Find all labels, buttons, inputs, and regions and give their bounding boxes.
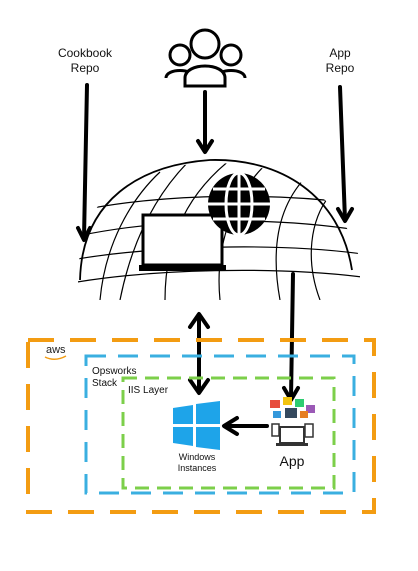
cookbook-repo-label: Cookbook Repo: [57, 46, 113, 75]
arrow-apprepo-to-globe: [336, 85, 354, 223]
app-label: App: [279, 453, 305, 469]
app-repo-label: App Repo: [325, 46, 355, 75]
aws-boundary: [26, 338, 376, 514]
arrows: [76, 83, 354, 436]
opsworks-stack-label: Opsworks Stack: [92, 366, 137, 389]
arrow-bidirectional: [188, 312, 210, 395]
opsworks-stack-boundary: [84, 354, 356, 495]
windows-instances-label: Windows Instances: [177, 452, 217, 473]
iis-layer-label: IIS Layer: [128, 385, 169, 396]
arrow-app-to-windows: [222, 416, 269, 436]
aws-label: aws: [46, 344, 66, 356]
www-globe-icon: [208, 171, 270, 237]
iis-layer-boundary: [121, 376, 336, 490]
arrow-users-to-globe: [196, 90, 214, 154]
windows-logo-icon: [173, 401, 220, 450]
aws-smile: [44, 355, 67, 360]
laptop-icon: [139, 213, 226, 271]
arrow-cookbook-to-globe: [76, 83, 92, 242]
arrow-globe-to-app: [282, 272, 300, 402]
devices-icon: [270, 397, 315, 446]
users-icon: [164, 28, 247, 88]
